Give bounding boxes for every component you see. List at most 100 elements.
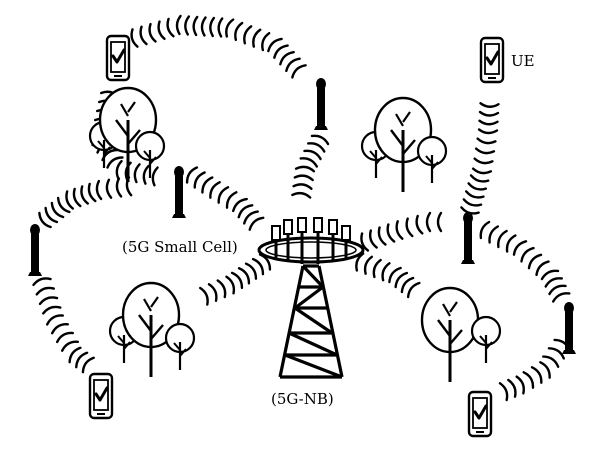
wireless-arc-icon	[464, 190, 485, 199]
tree-icon	[470, 315, 502, 365]
wireless-arc-icon	[293, 174, 314, 182]
wireless-arc-icon	[42, 305, 62, 315]
wireless-arc-icon	[55, 331, 75, 344]
wireless-arc-icon	[68, 346, 82, 364]
wireless-arc-icon	[477, 128, 499, 135]
tree-cluster-bottom-right	[420, 286, 502, 384]
wireless-arc-icon	[497, 229, 508, 249]
wireless-arc-icon	[38, 211, 52, 229]
tower-antenna-ring	[257, 217, 365, 264]
wireless-arc-icon	[552, 292, 571, 303]
base-station-tower	[257, 217, 365, 379]
wireless-arc-icon	[217, 186, 230, 204]
wireless-arc-icon	[471, 167, 493, 175]
wireless-arc-icon	[377, 226, 387, 246]
wireless-arc-icon	[184, 15, 191, 36]
wireless-arc-icon	[95, 179, 103, 201]
wireless-arc-icon	[363, 255, 374, 275]
wireless-arc-icon	[230, 271, 244, 290]
ue-phone-bottom-left	[88, 372, 114, 420]
wireless-arc-icon	[478, 119, 499, 126]
wireless-arc-icon	[285, 57, 301, 73]
wireless-arc-icon	[307, 142, 326, 153]
wireless-arc-icon	[291, 64, 307, 79]
wireless-arc-icon	[540, 269, 560, 281]
wireless-arc-icon	[225, 18, 235, 38]
wireless-arc-icon	[50, 201, 65, 219]
wireless-arc-icon	[35, 286, 55, 296]
tree-icon	[420, 286, 480, 384]
wireless-arc-icon	[38, 296, 59, 306]
wireless-arc-icon	[279, 50, 295, 66]
wireless-arc-icon	[201, 176, 214, 194]
wireless-arc-icon	[542, 355, 560, 368]
ue-phone-top-right	[479, 36, 505, 84]
wireless-arc-icon	[299, 157, 318, 168]
wireless-arc-icon	[415, 214, 424, 235]
ue-phone-top-left	[105, 34, 131, 82]
tree-icon	[416, 135, 448, 185]
small-cell-antenna-top	[314, 78, 328, 130]
wireless-arc-icon	[157, 20, 166, 41]
wireless-arc-icon	[237, 204, 254, 219]
small-cell-antenna-far-right	[562, 302, 576, 354]
small-cell-label: (5G Small Cell)	[122, 238, 238, 256]
wireless-arc-icon	[133, 163, 141, 184]
wireless-arc-icon	[488, 225, 500, 244]
wireless-arc-icon	[548, 284, 567, 296]
wireless-arc-icon	[522, 371, 535, 389]
wireless-arc-icon	[44, 206, 59, 224]
wireless-arc-icon	[527, 253, 543, 270]
wireless-arc-icon	[115, 159, 123, 181]
wireless-arc-icon	[75, 351, 89, 369]
wireless-arc-icon	[244, 262, 258, 280]
wireless-arc-icon	[388, 266, 402, 284]
ue-label: UE	[511, 52, 535, 70]
tree-icon	[134, 130, 166, 180]
wireless-arc-icon	[193, 171, 206, 189]
wireless-arc-icon	[200, 16, 207, 37]
wireless-arc-icon	[45, 314, 65, 326]
wireless-arc-icon	[386, 223, 396, 243]
wireless-arc-icon	[115, 177, 123, 198]
base-station-label: (5G-NB)	[271, 390, 334, 408]
wireless-arc-icon	[381, 262, 391, 282]
wireless-arc-icon	[498, 382, 509, 402]
wireless-arc-icon	[148, 22, 157, 43]
wireless-arc-icon	[368, 229, 378, 249]
wireless-arc-icon	[81, 356, 95, 374]
wireless-arc-icon	[405, 217, 414, 238]
wireless-arc-icon	[60, 340, 80, 352]
wireless-arc-icon	[473, 157, 494, 165]
wireless-arc-icon	[225, 275, 236, 295]
wireless-arc-icon	[192, 15, 199, 37]
wireless-arc-icon	[469, 174, 490, 183]
wireless-arc-icon	[303, 149, 322, 161]
wireless-arc-icon	[395, 220, 404, 240]
tree-icon	[164, 322, 196, 372]
wireless-arc-icon	[151, 166, 159, 187]
wireless-arc-icon	[539, 361, 551, 379]
wireless-arc-icon	[294, 165, 316, 173]
wireless-arc-icon	[505, 234, 517, 253]
wireless-arc-icon	[425, 211, 432, 233]
wireless-arc-icon	[520, 246, 535, 263]
wireless-arc-icon	[207, 283, 218, 302]
wireless-arc-icon	[105, 178, 113, 199]
wireless-arc-icon	[243, 25, 253, 45]
wireless-arc-icon	[80, 185, 90, 205]
wireless-arc-icon	[199, 286, 209, 306]
wireless-arc-icon	[248, 216, 265, 231]
wireless-arc-icon	[479, 220, 491, 240]
wireless-arc-icon	[467, 182, 488, 191]
wireless-arc-icon	[251, 257, 265, 276]
wireless-arc-icon	[530, 366, 543, 384]
wireless-arc-icon	[515, 375, 525, 395]
wireless-arc-icon	[436, 211, 443, 233]
wireless-arc-icon	[130, 28, 139, 48]
wireless-arc-icon	[291, 191, 312, 199]
wireless-arc-icon	[32, 277, 52, 287]
wireless-arc-icon	[185, 166, 199, 184]
wireless-arc-icon	[292, 183, 313, 190]
